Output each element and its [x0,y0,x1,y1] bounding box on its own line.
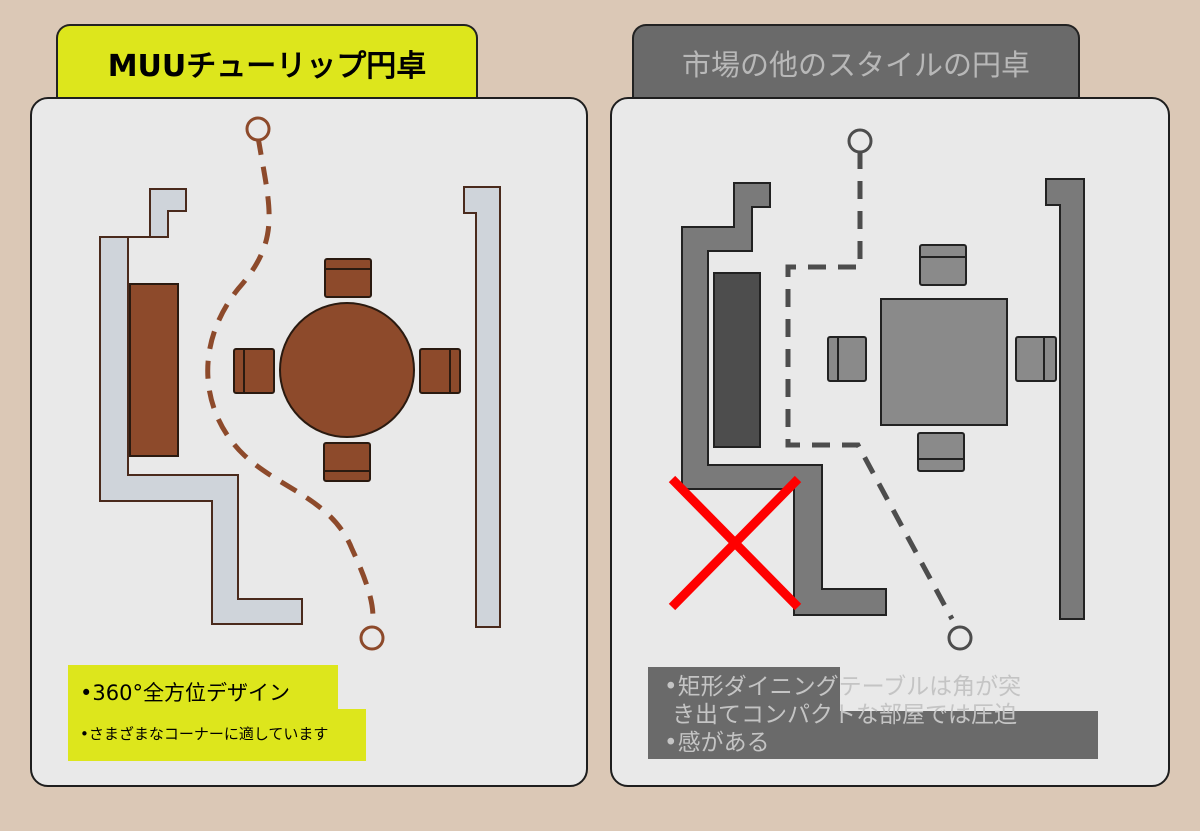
right-chair-right [1015,336,1057,382]
right-caption-line-2: き出てコンパクトな部屋では圧迫 [672,702,1017,728]
right-caption-line-3: •感がある [664,730,770,756]
left-caption-line-2: •さまざまなコーナーに適しています [80,725,329,743]
left-l-wall [99,188,303,625]
right-header-tab: 市場の他のスタイルの円卓 [632,24,1080,100]
left-chair-top [324,258,372,298]
right-caption-box-1 [648,667,840,713]
left-caption-box-2 [68,709,366,761]
left-walk-path [205,136,376,625]
right-caption-line-1: •矩形ダイニングテーブルは角が突 [664,674,1022,700]
left-path-start [245,116,271,142]
right-l-wall [681,182,887,616]
right-chair-top [919,244,967,286]
right-header-title: 市場の他のスタイルの円卓 [681,48,1030,82]
right-square-table [880,298,1008,426]
left-sideboard [129,283,179,457]
left-floorplan [99,116,501,651]
left-chair-right [419,348,461,394]
left-round-table [279,302,415,438]
right-right-wall [1045,178,1085,620]
left-path-end [359,625,385,651]
left-chair-left [233,348,275,394]
left-caption-line-1: •360°全方位デザイン [80,681,290,705]
right-cross-icon [668,475,802,611]
left-right-wall [463,186,501,628]
right-chair-bottom [917,432,965,472]
left-floorplan-panel: •360°全方位デザイン •さまざまなコーナーに適しています [30,97,588,787]
left-caption-box-1 [68,665,338,711]
right-sideboard [713,272,761,448]
right-chair-left [827,336,867,382]
right-path-start [847,128,873,154]
left-header-tab: MUUチューリップ円卓 [56,24,478,100]
left-header-title: MUUチューリップ円卓 [107,49,427,84]
left-chair-bottom [323,442,371,482]
right-walk-path [785,151,955,621]
right-floorplan-panel: •矩形ダイニングテーブルは角が突 き出てコンパクトな部屋では圧迫 •感がある [610,97,1170,787]
right-path-end [947,625,973,651]
right-caption-box-2 [648,711,1098,759]
right-floorplan [668,128,1085,651]
